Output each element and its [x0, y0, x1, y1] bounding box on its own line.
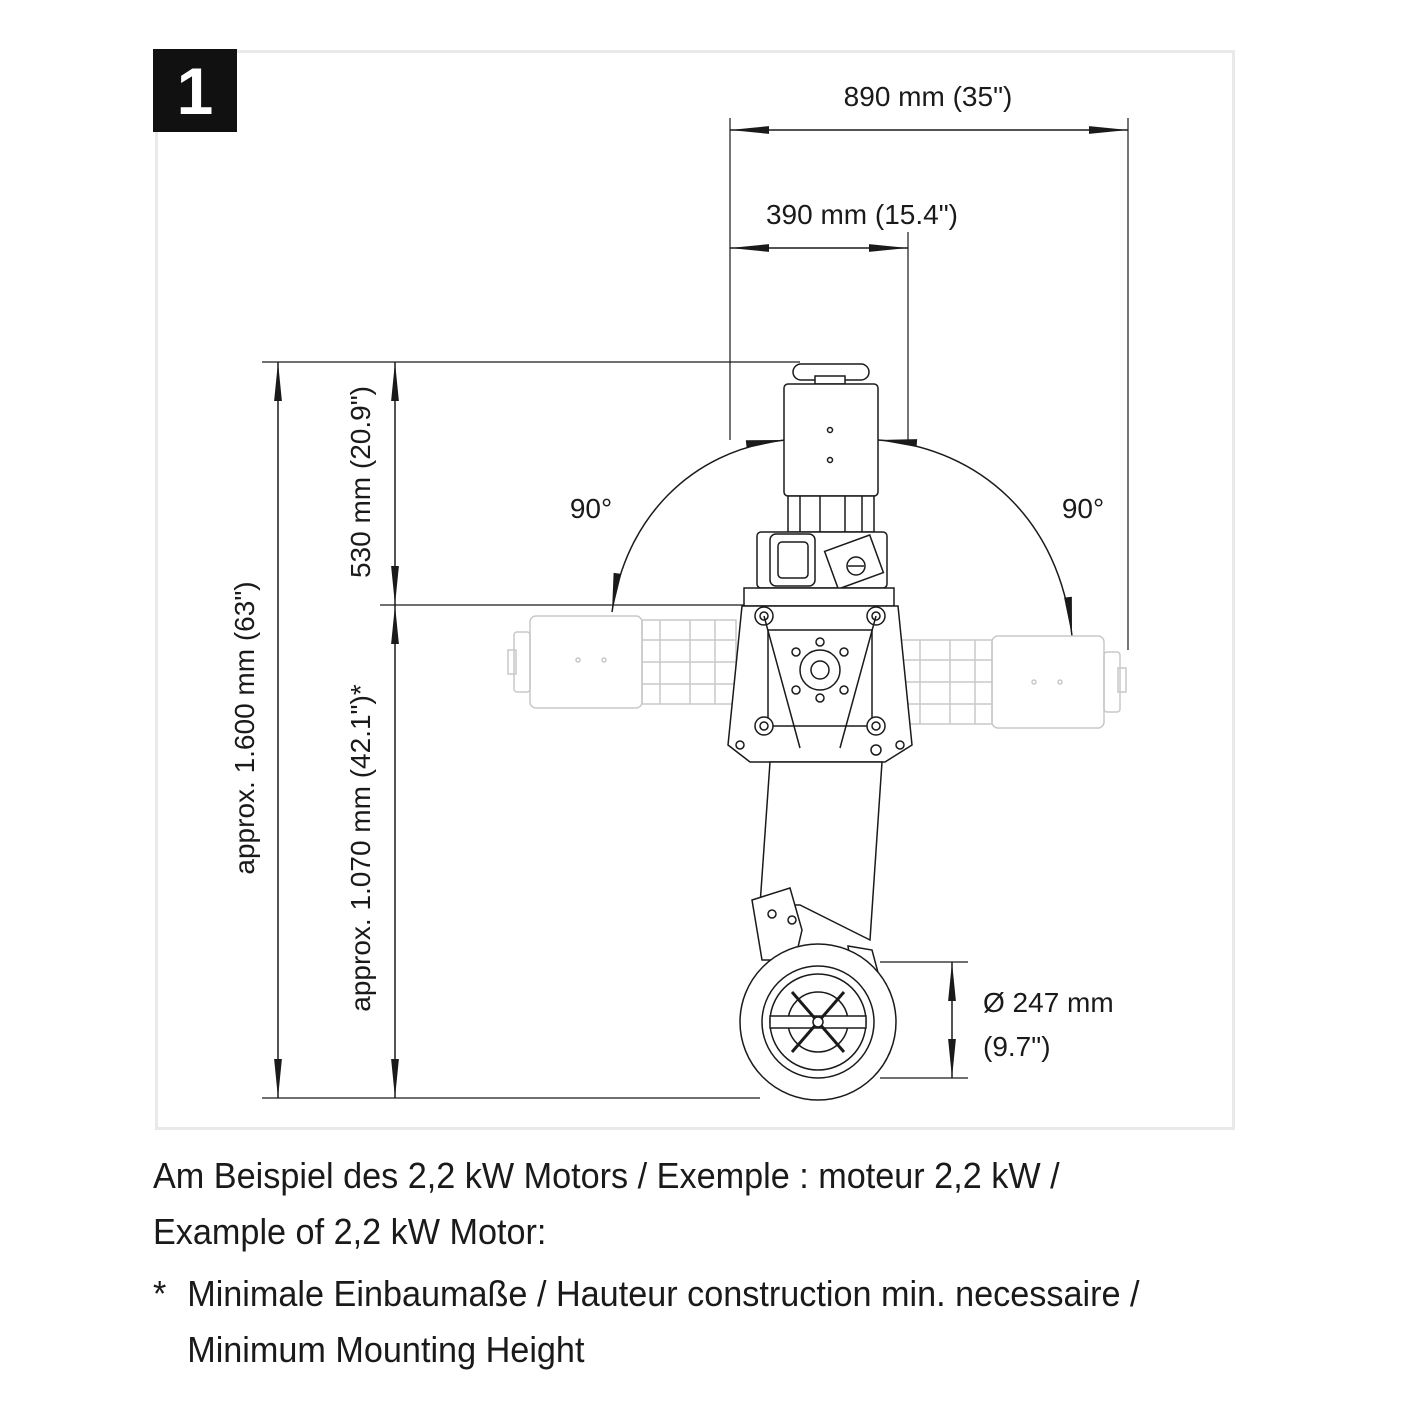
- caption-line-1: Am Beispiel des 2,2 kW Motors / Exemple …: [153, 1155, 1060, 1196]
- dim-upper-height: 530 mm (20.9"): [345, 386, 376, 578]
- dim-total-height: approx. 1.600 mm (63"): [229, 581, 260, 874]
- caption-line-2: Example of 2,2 kW Motor:: [153, 1211, 547, 1252]
- drawing-frame: [155, 50, 1235, 1130]
- gearbox: [727, 587, 913, 763]
- footnote-text: Minimale Einbaumaße / Hauteur constructi…: [187, 1266, 1139, 1378]
- dim-lower-height: approx. 1.070 mm (42.1")*: [345, 684, 376, 1012]
- ghost-motor-left: [507, 615, 737, 709]
- wheel-diameter-mm: Ø 247 mm: [983, 987, 1114, 1018]
- dim-total-width: 890 mm (35"): [844, 81, 1013, 112]
- wheel-diameter-in: (9.7"): [983, 1031, 1051, 1062]
- main-motor: [756, 363, 888, 590]
- figure-number-badge: 1: [153, 49, 237, 132]
- footnote-line-2: Minimum Mounting Height: [187, 1329, 585, 1370]
- dim-motor-width: 390 mm (15.4"): [766, 199, 958, 230]
- dimension-lines: [262, 118, 1129, 1099]
- angle-left-label: 90°: [570, 493, 612, 524]
- wheel: [739, 943, 897, 1101]
- footnote-marker: *: [153, 1273, 167, 1314]
- ghost-motor-right: [897, 635, 1127, 729]
- caption: Am Beispiel des 2,2 kW Motors / Exemple …: [153, 1148, 1293, 1260]
- footnote-line-1: Minimale Einbaumaße / Hauteur constructi…: [187, 1273, 1140, 1314]
- angle-right-label: 90°: [1062, 493, 1104, 524]
